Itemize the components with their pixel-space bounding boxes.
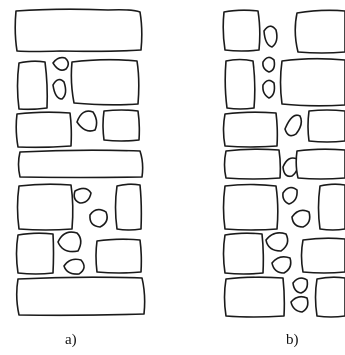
rubble-stone [271, 256, 292, 274]
stone-block [224, 58, 256, 110]
rubble-stone [76, 110, 98, 132]
stone-block [95, 238, 143, 274]
stone-block [17, 149, 144, 179]
stone-block [294, 9, 345, 54]
stone-block [279, 57, 345, 107]
stone-block [114, 183, 143, 231]
rubble-stone [292, 277, 309, 294]
panel-b-wall [222, 9, 345, 318]
panel-a-wall [14, 8, 146, 317]
rubble-stone [262, 56, 276, 73]
stone-block [70, 58, 140, 106]
stone-block [15, 276, 146, 317]
rubble-stone [282, 186, 298, 205]
stone-block [222, 9, 261, 52]
rubble-stone [57, 231, 82, 253]
rubble-stone [73, 187, 92, 204]
stone-block [15, 232, 55, 275]
stone-block [314, 276, 345, 318]
stone-block [16, 60, 49, 111]
rubble-stone [89, 208, 108, 228]
stone-block [223, 148, 282, 180]
stone-block [16, 183, 74, 231]
panel-a-caption: a) [65, 332, 77, 348]
stone-block [15, 111, 73, 149]
rubble-stone [290, 295, 309, 313]
stone-block [222, 183, 279, 231]
rubble-stone [284, 114, 303, 137]
rubble-stone [265, 232, 289, 252]
stone-block [102, 109, 141, 142]
stone-block [317, 183, 345, 231]
panel-b-caption: b) [286, 332, 299, 348]
stone-block [222, 232, 265, 275]
rubble-stone [291, 209, 311, 228]
stone-block [14, 8, 143, 53]
rubble-stone [52, 56, 70, 71]
rubble-stone [63, 258, 85, 275]
stone-block [223, 276, 286, 318]
rubble-stone [262, 79, 276, 99]
stone-block [222, 111, 279, 148]
stone-block [300, 237, 345, 274]
stone-block [307, 109, 345, 143]
stone-block [295, 148, 345, 180]
rubble-stone [52, 78, 67, 100]
rubble-stone [263, 25, 278, 48]
